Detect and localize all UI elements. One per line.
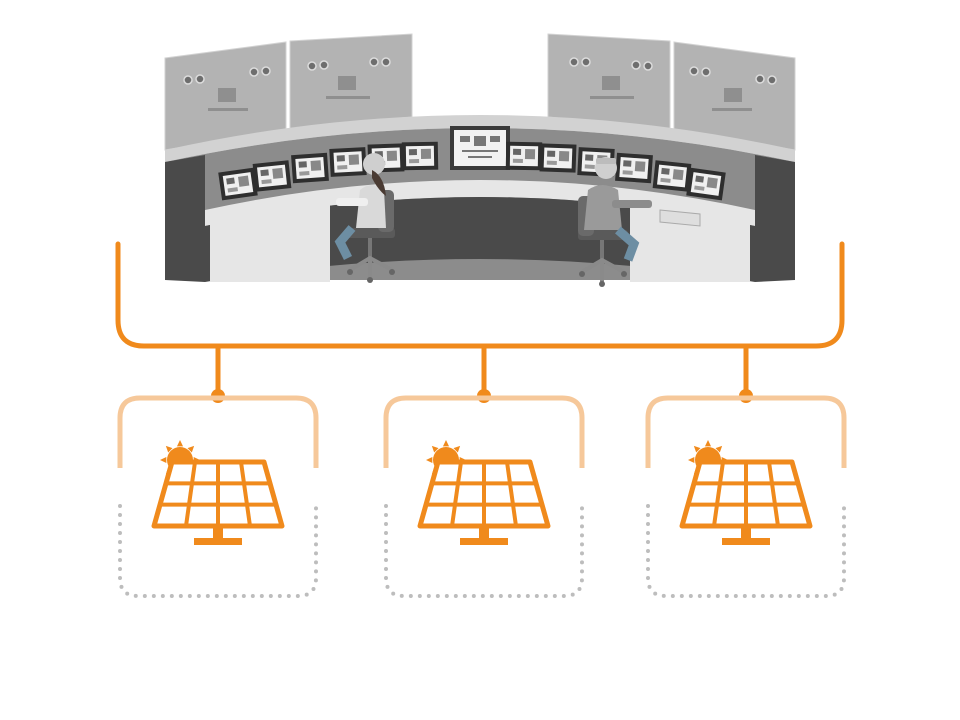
site-frame-top [645, 395, 847, 468]
site-frame-bottom [118, 504, 318, 598]
side-wall-right [755, 155, 795, 282]
monitor [539, 143, 577, 173]
monitor-row [218, 141, 726, 201]
site-frame-bottom [384, 504, 584, 598]
solar-site-3 [645, 395, 847, 598]
solar-panel-icon [417, 459, 551, 545]
monitor [686, 167, 726, 201]
site-frame-top [117, 395, 319, 468]
monitor [252, 160, 292, 192]
monitor [218, 167, 258, 201]
wall-panels [164, 33, 796, 151]
site-frame-top [383, 395, 585, 468]
desk-surface-right [630, 205, 750, 282]
solar-sites [117, 395, 847, 598]
central-display-content [460, 136, 500, 158]
control-room-illustration [164, 33, 796, 287]
solar-panel-icon [679, 459, 813, 545]
side-wall-left [165, 155, 205, 282]
operator-left [334, 153, 395, 283]
connection-drops [211, 346, 753, 403]
back-wall-band [165, 115, 795, 162]
connection-network [115, 241, 845, 403]
monitor [291, 152, 329, 184]
main-bus [115, 241, 845, 349]
site-frame-bottom [646, 504, 846, 598]
monitor [505, 141, 543, 171]
solar-site-1 [117, 395, 319, 598]
central-display-screen [454, 130, 506, 166]
monitor [615, 152, 653, 184]
panel-details [183, 57, 777, 85]
operator-right [578, 157, 652, 287]
monitor [401, 141, 439, 171]
desk-surface [210, 205, 330, 282]
panel-gauges [208, 76, 752, 111]
solar-site-2 [383, 395, 585, 598]
solar-panel-icon [151, 459, 285, 545]
monitor [652, 160, 692, 192]
keyboard [659, 209, 701, 227]
monitor [329, 147, 367, 177]
